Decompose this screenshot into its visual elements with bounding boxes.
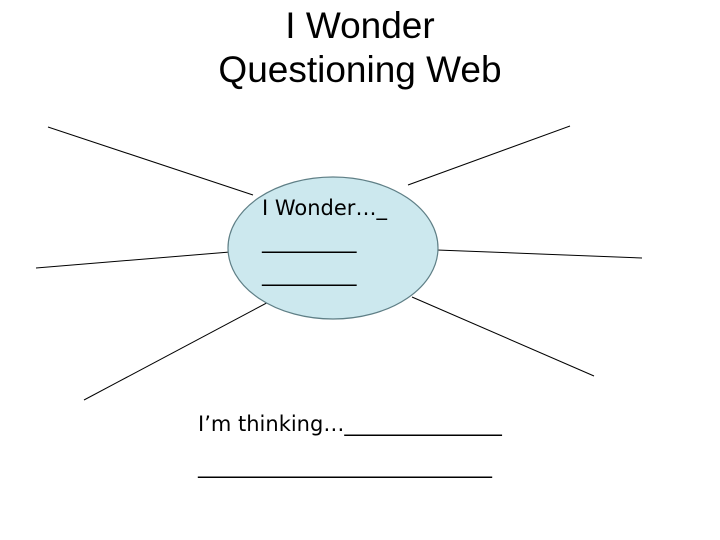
spoke-lower-right xyxy=(411,296,595,377)
title-line-1: I Wonder xyxy=(285,5,435,46)
thinking-line-2: ____________________________ xyxy=(198,454,492,478)
center-bubble xyxy=(227,176,439,320)
spoke-upper-right xyxy=(407,125,571,186)
spoke-upper-left xyxy=(47,126,254,196)
spoke-middle-right xyxy=(436,249,643,259)
thinking-line-1: I’m thinking…_______________ xyxy=(198,412,502,436)
center-line-3: _________ xyxy=(262,262,357,286)
spoke-lower-left xyxy=(83,297,277,401)
center-bubble-text: I Wonder…_ _________ _________ xyxy=(262,192,432,291)
spoke-middle-left xyxy=(35,251,231,269)
thinking-prompt: I’m thinking…_______________ ___________… xyxy=(198,403,502,487)
center-line-1: I Wonder…_ xyxy=(262,196,387,220)
center-line-2: _________ xyxy=(262,229,357,253)
page-title: I Wonder Questioning Web xyxy=(0,4,720,92)
title-line-2: Questioning Web xyxy=(218,49,502,90)
